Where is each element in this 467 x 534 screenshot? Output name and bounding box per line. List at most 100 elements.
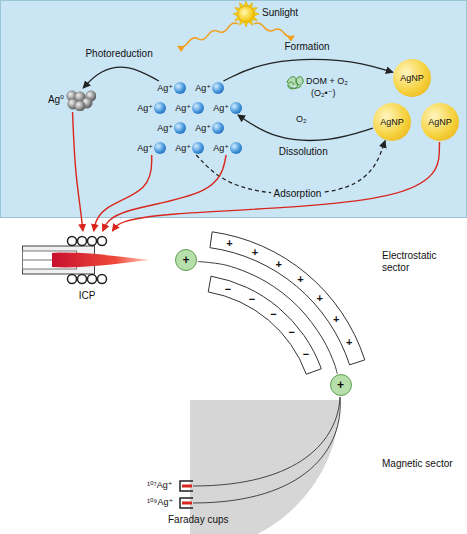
charge-sign: + [337, 379, 344, 391]
process-label: Adsorption [271, 188, 323, 200]
torch-drawing [88, 237, 97, 246]
part-label: Magnetic sector [382, 458, 454, 470]
plate-sign: − [225, 283, 231, 294]
torch-drawing [88, 275, 97, 284]
reaction-arrow [83, 67, 159, 88]
plate-sign: − [303, 349, 309, 360]
plate-sign: + [297, 274, 303, 285]
ion-trajectory [193, 397, 340, 503]
part-label: (O₂•⁻) [311, 88, 335, 99]
reaction-arrow [196, 141, 385, 194]
silver-cluster: Ag⁰ [48, 89, 96, 111]
silver-ion: Ag⁺ [137, 142, 166, 154]
ion-sphere [212, 122, 224, 134]
faraday-cup [180, 481, 193, 491]
ion-sphere [154, 102, 166, 114]
ion-label: Ag⁺ [213, 143, 229, 153]
torch-drawing [22, 260, 56, 261]
ion-sphere [230, 142, 242, 154]
ion-sphere [174, 122, 186, 134]
ion-sphere [230, 102, 242, 114]
cluster-drawing [75, 101, 86, 111]
silver-ion: Ag⁺ [137, 102, 166, 114]
part-label: Sunlight [262, 7, 298, 19]
torch-drawing [68, 237, 77, 246]
cluster-drawing [66, 89, 96, 111]
ion-sphere [212, 82, 224, 94]
particle-label: AgNP [380, 117, 404, 127]
sample-arrow [94, 155, 152, 231]
silver-ion: Ag⁺ [195, 82, 224, 94]
sample-arrow [73, 112, 83, 231]
light-ray [254, 23, 294, 37]
torch-drawing [78, 237, 87, 246]
part-label: Electrostatic sector [382, 250, 454, 274]
nanoparticle-circle: AgNP [373, 103, 411, 141]
torch-drawing [68, 275, 77, 284]
torch-drawing [52, 253, 150, 268]
plate-sign: + [226, 238, 232, 249]
sample-arrow [103, 155, 226, 231]
plate-sign: + [346, 336, 352, 347]
silver-ion: Ag⁺ [213, 102, 242, 114]
silver-ion: Ag⁺ [157, 122, 186, 134]
ion-beam-circle: + [175, 249, 197, 271]
ion-label: Ag⁺ [175, 143, 191, 153]
ion-label: Ag⁺ [213, 103, 229, 113]
plate-sign: − [270, 308, 276, 319]
particle-label: AgNP [428, 117, 452, 127]
sector-plate [208, 232, 365, 374]
nanoparticle-circle: AgNP [421, 103, 459, 141]
sample-arrow [112, 142, 439, 231]
silver-ion: Ag⁺ [213, 142, 242, 154]
ion-beam-circle: + [330, 374, 352, 396]
faraday-cup [180, 498, 193, 508]
sector-plate [208, 276, 321, 374]
plate-sign: + [252, 246, 258, 257]
cup-collector [182, 485, 192, 488]
torch-drawing [98, 275, 107, 284]
process-label: Dissolution [277, 146, 330, 158]
ion-label: Ag⁺ [157, 123, 173, 133]
plate-sign: + [275, 258, 281, 269]
particle-label: AgNP [400, 73, 424, 83]
light-ray [178, 23, 238, 47]
silver-ion: Ag⁺ [175, 102, 204, 114]
part-label: O₂ [296, 114, 307, 125]
ion-sphere [192, 102, 204, 114]
ion-label: Ag⁺ [137, 103, 153, 113]
part-name: ICP [22, 290, 152, 302]
charge-sign: + [182, 254, 189, 266]
nanoparticle-circle: AgNP [393, 59, 431, 97]
water-body [1, 1, 467, 218]
ion-label: Ag⁺ [195, 83, 211, 93]
ion-path [198, 262, 337, 374]
torch-drawing [98, 237, 107, 246]
species-label: Ag⁰ [48, 94, 64, 106]
torch-drawing [78, 275, 87, 284]
silver-ion: Ag⁺ [157, 82, 186, 94]
sun-icon [238, 6, 254, 22]
dom-molecule [287, 77, 303, 89]
ion-label: Ag⁺ [157, 83, 173, 93]
ion-label: Ag⁺ [175, 103, 191, 113]
magnetic-sector [190, 400, 340, 534]
ion-sphere [174, 82, 186, 94]
plate-sign: − [249, 294, 255, 305]
ion-label: Ag⁺ [195, 123, 211, 133]
torch-drawing [22, 232, 152, 288]
part-label: ¹⁰⁹Ag⁺ [147, 497, 173, 508]
silver-ion: Ag⁺ [195, 122, 224, 134]
plate-sign: + [317, 292, 323, 303]
process-label: Photoreduction [83, 48, 154, 60]
ion-sphere [154, 142, 166, 154]
silver-ion: Ag⁺ [175, 142, 204, 154]
reaction-arrow [238, 115, 373, 140]
part-label: ¹⁰⁷Ag⁺ [147, 480, 173, 491]
ion-label: Ag⁺ [137, 143, 153, 153]
ion-sphere [192, 142, 204, 154]
process-label: Formation [283, 41, 332, 53]
part-label: DOM + O₂ [306, 76, 348, 87]
ion-trajectory [193, 397, 340, 486]
